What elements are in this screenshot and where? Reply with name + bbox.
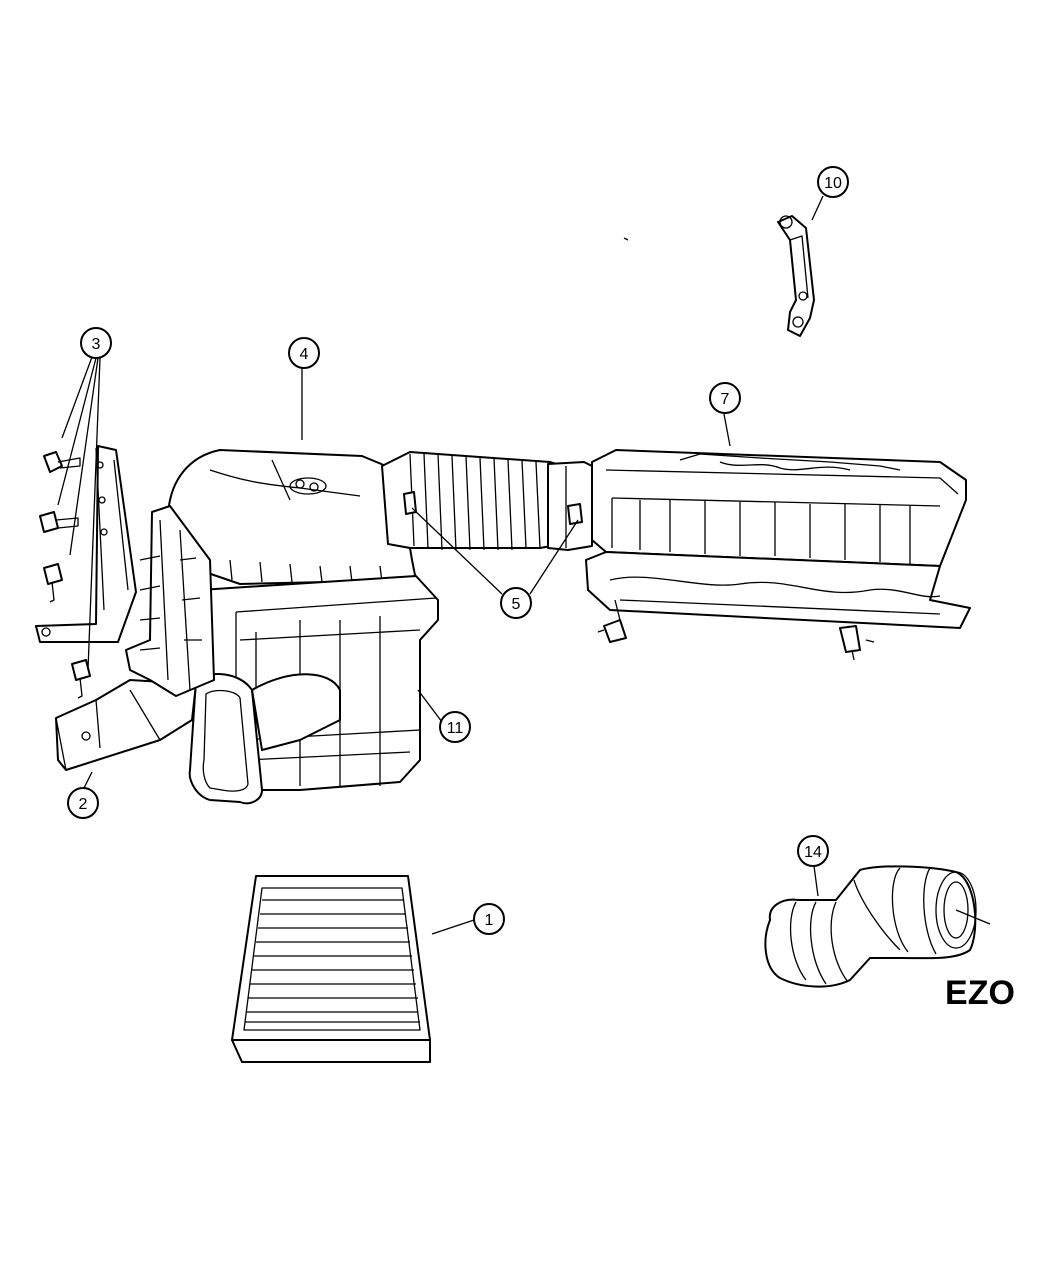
filter-pleats [245,899,420,1023]
svg-text:7: 7 [721,391,730,408]
svg-text:2: 2 [79,796,88,813]
part-3-fasteners [39,451,91,699]
svg-text:3: 3 [92,336,101,353]
callout-3: 3 [80,327,112,359]
callout-11: 11 [439,711,471,743]
svg-text:11: 11 [447,720,464,737]
part-4-air-cleaner-cover [167,449,417,585]
callout-7: 7 [709,382,741,414]
svg-text:4: 4 [300,346,309,363]
part-7-resonator [585,449,971,661]
callout-10: 10 [817,166,849,198]
svg-text:14: 14 [804,844,822,861]
part-5-flex-hose [381,451,593,551]
svg-text:5: 5 [512,596,521,613]
part-10-bracket [777,215,815,337]
callout-4: 4 [288,337,320,369]
callout-1: 1 [473,903,505,935]
inlet-snorkel [188,673,341,805]
leader-lines [57,195,824,935]
diagram-code-label: EZO [945,974,1015,1012]
svg-text:1: 1 [485,912,494,929]
callout-14: 14 [797,835,829,867]
part-14-intake-hose [764,865,991,988]
part-2-support-bracket [35,445,215,771]
callout-2: 2 [67,787,99,819]
callout-5: 5 [500,587,532,619]
part-1-air-filter [231,875,431,1063]
svg-text:10: 10 [824,175,842,192]
